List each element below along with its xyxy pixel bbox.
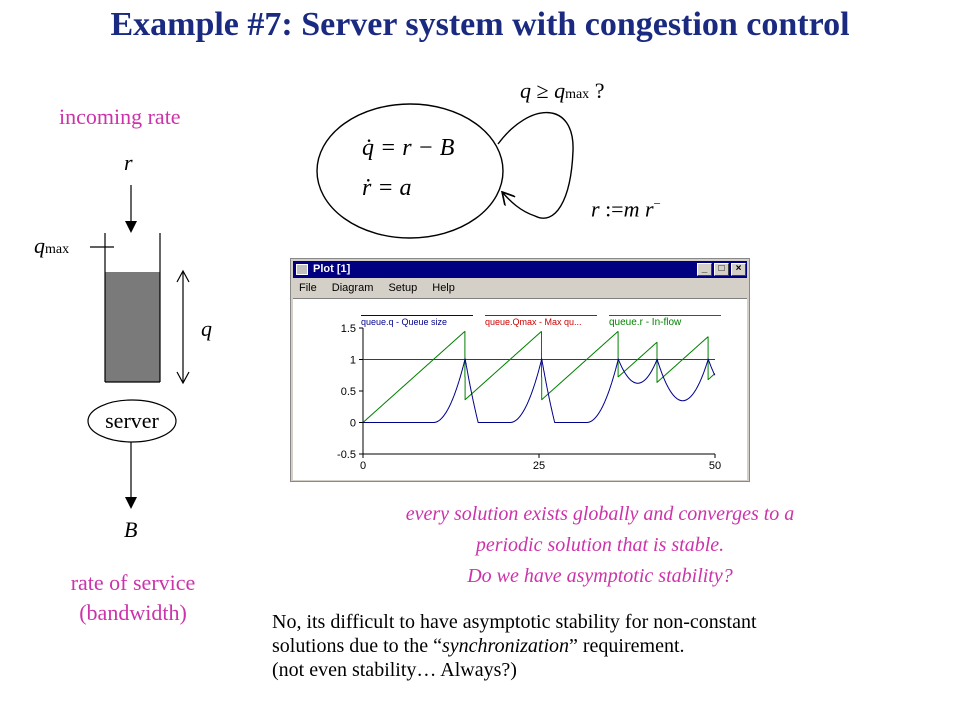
queue-fill (105, 272, 160, 382)
qmax-label: qmax (34, 233, 69, 259)
legend-queue-q[interactable]: queue.q - Queue size (361, 315, 473, 329)
equation-q-dot: q̇ = r − B (362, 135, 455, 161)
legend-queue-qmax[interactable]: queue.Qmax - Max qu... (485, 315, 597, 329)
plot-area: queue.q - Queue size queue.Qmax - Max qu… (293, 298, 747, 480)
minimize-button[interactable]: _ (697, 263, 712, 276)
window-title: Plot [1] (313, 263, 351, 275)
guard-label: q ≥ qmax ? (520, 78, 605, 103)
menu-file[interactable]: File (299, 282, 317, 294)
b-label: B (124, 517, 138, 542)
max-subscript: max (45, 242, 70, 257)
legend-queue-r[interactable]: queue.r - In-flow (609, 315, 721, 329)
y-tick-label: 0.5 (341, 386, 356, 398)
server-label: server (105, 408, 159, 433)
answer-line-1: No, its difficult to have asymptotic sta… (272, 611, 757, 633)
y-tick-label: 1.5 (341, 323, 356, 335)
chart-svg: 1.5 1 0.5 0 -0.5 0 25 50 (337, 323, 721, 472)
y-tick-label: 1 (350, 355, 356, 367)
bandwidth-label: (bandwidth) (79, 600, 187, 625)
r-label: r (124, 150, 133, 175)
x-tick-label: 0 (360, 460, 366, 472)
synchronization-term: synchronization (441, 635, 570, 657)
reset-label: r :=m r− (591, 196, 661, 222)
question-line: Do we have asymptotic stability? (467, 565, 733, 587)
x-tick-label: 25 (533, 460, 545, 472)
self-loop-arrow (497, 111, 574, 219)
y-tick-label: 0 (350, 418, 356, 430)
series-queue-line (363, 357, 716, 423)
incoming-rate-label: incoming rate (59, 104, 181, 129)
menu-setup[interactable]: Setup (388, 282, 418, 294)
menu-bar: File Diagram Setup Help (293, 280, 747, 296)
claim-line-2: periodic solution that is stable. (475, 534, 725, 556)
slide-title: Example #7: Server system with congestio… (110, 6, 850, 43)
window-app-icon (296, 264, 308, 275)
maximize-button[interactable]: □ (714, 263, 729, 276)
queue-diagram (90, 185, 190, 509)
answer-line-2: solutions due to the “synchronization” r… (272, 635, 685, 657)
window-titlebar[interactable]: Plot [1] _ □ × (293, 261, 747, 278)
claim-line-1: every solution exists globally and conve… (405, 503, 795, 525)
server-ellipse (87, 399, 177, 443)
menu-diagram[interactable]: Diagram (331, 282, 374, 294)
mode-ellipse (316, 103, 504, 239)
plot-window: Plot [1] _ □ × File Diagram Setup Help q… (290, 258, 750, 482)
automaton-diagram (316, 103, 574, 239)
rate-of-service-label: rate of service (70, 570, 196, 595)
q-symbol: q (34, 233, 45, 258)
series-inflow-line (362, 330, 716, 423)
x-tick-label: 50 (709, 460, 721, 472)
y-tick-label: -0.5 (337, 449, 356, 461)
equation-r-dot: ṙ = a (362, 175, 412, 201)
menu-help[interactable]: Help (432, 282, 455, 294)
close-button[interactable]: × (731, 263, 746, 276)
q-level-label: q (201, 316, 212, 341)
answer-line-3: (not even stability… Always?) (272, 659, 517, 681)
